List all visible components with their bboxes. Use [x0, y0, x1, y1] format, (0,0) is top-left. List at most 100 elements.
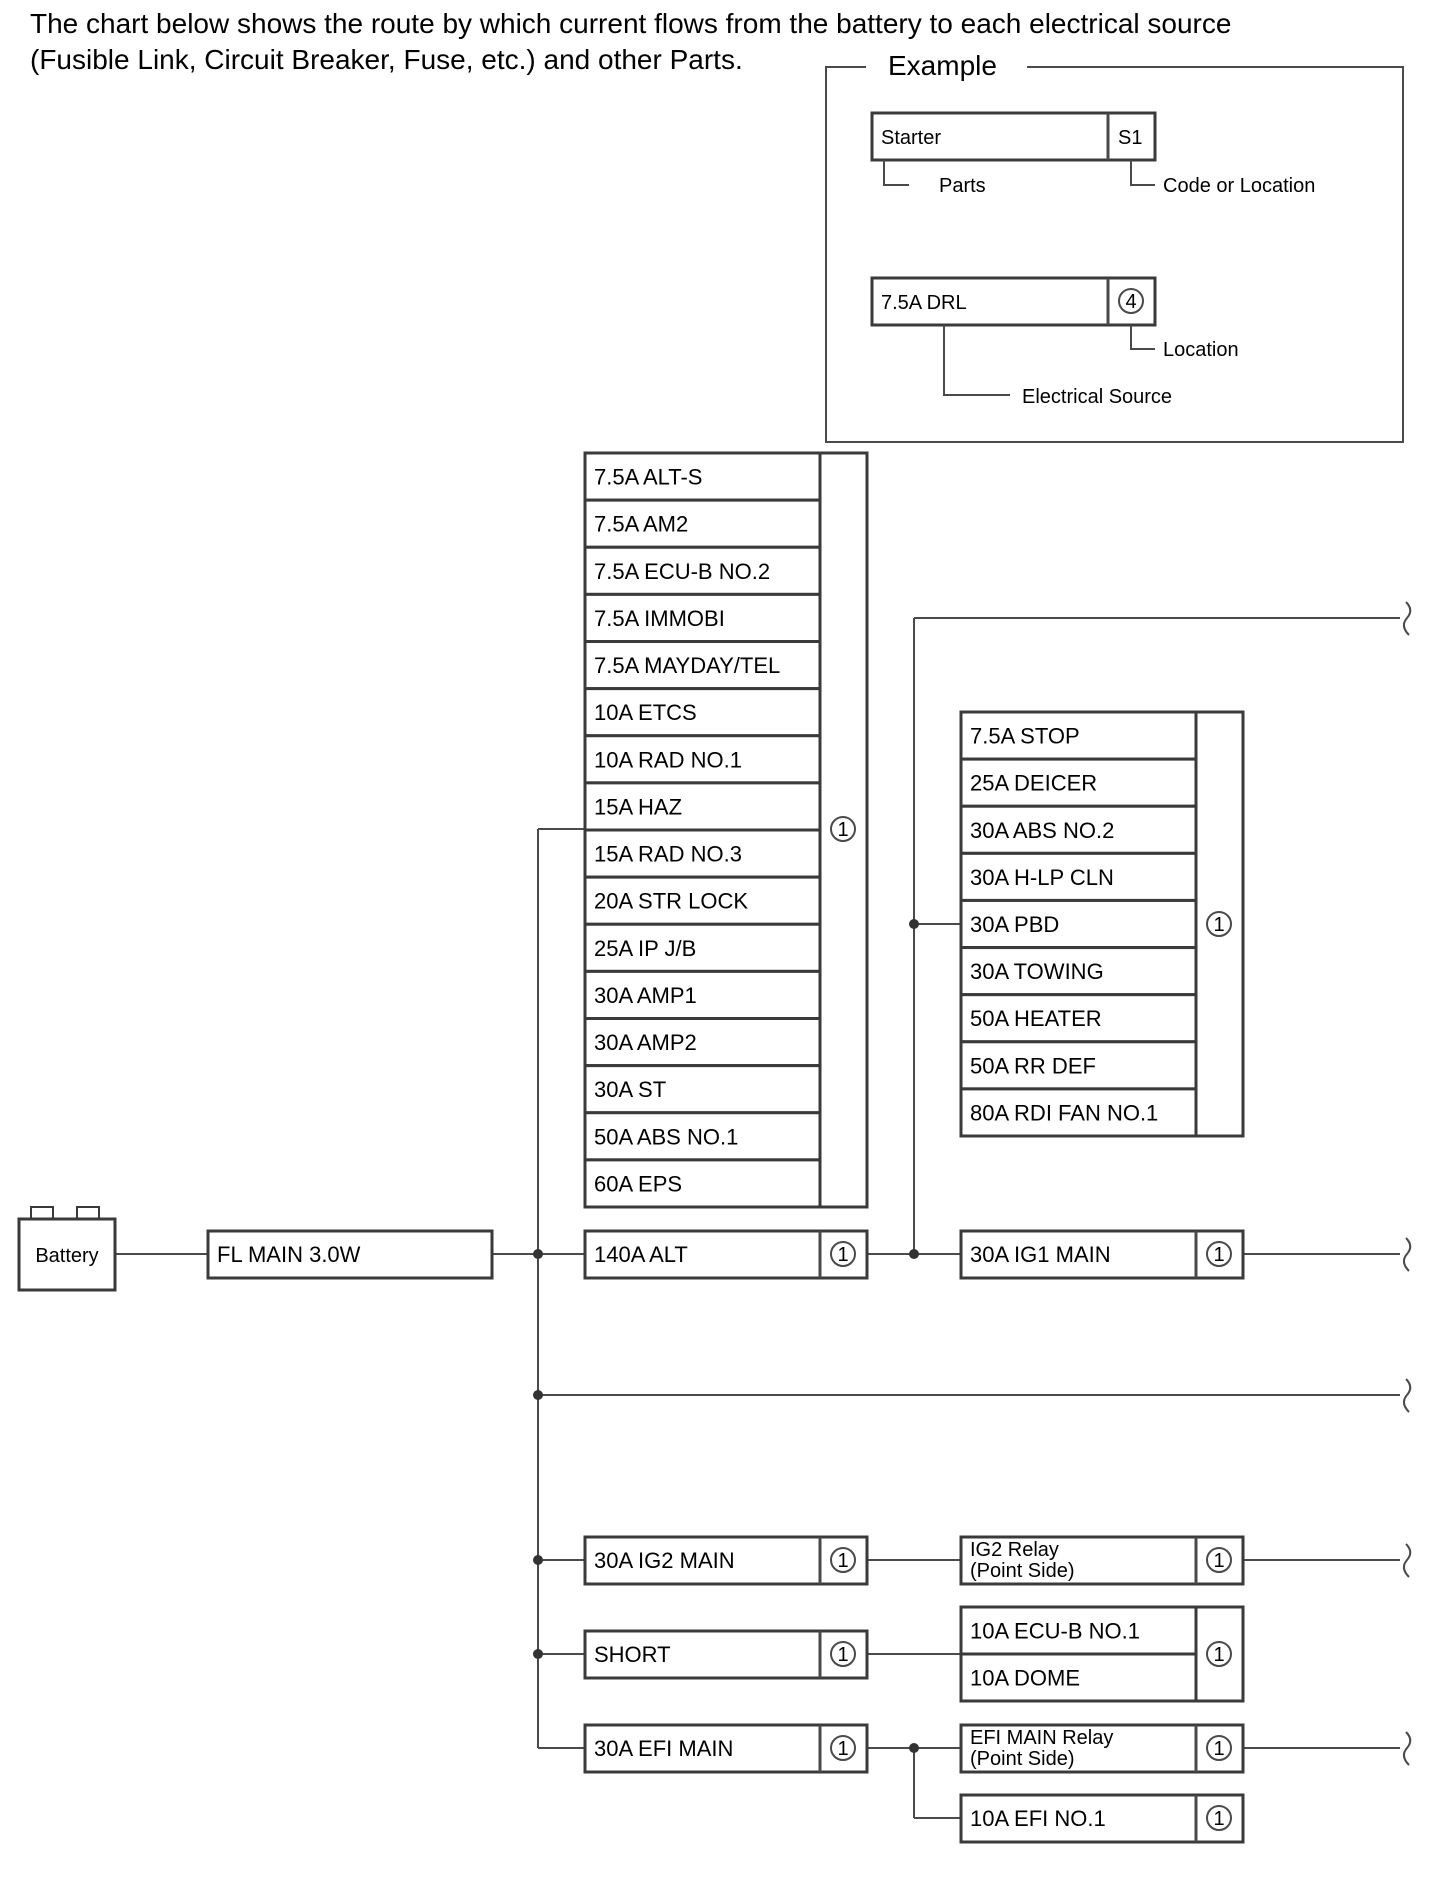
efi-no1-location: 1	[1213, 1808, 1224, 1830]
junction-dot	[909, 1743, 919, 1753]
fuse-label: 50A ABS NO.1	[594, 1124, 738, 1149]
fuse-cell	[959, 898, 1198, 950]
fuse-label: 15A RAD NO.3	[594, 842, 742, 867]
alt-location: 1	[837, 1244, 848, 1266]
main-fuse-list: 7.5A ALT-S 7.5A AM2 7.5A ECU-B NO.2 7.5A IM…	[583, 451, 822, 1209]
continuation-mark	[1403, 1731, 1412, 1766]
junction-dot	[533, 1249, 543, 1259]
ig1-main-fuse: 30A IG1 MAIN 1	[959, 1229, 1245, 1280]
junction-dot	[533, 1390, 543, 1400]
fuse-label: 10A ECU-B NO.1	[970, 1619, 1140, 1644]
battery-label: Battery	[35, 1245, 98, 1267]
main-group-location: 1	[837, 819, 848, 841]
example-part-label: Starter	[881, 127, 941, 149]
fuse-cell	[959, 710, 1198, 761]
efi-no1-label: 10A EFI NO.1	[970, 1806, 1106, 1831]
battery: Battery	[17, 1206, 117, 1292]
fuse-label: 60A EPS	[594, 1171, 682, 1196]
alt-label: 140A ALT	[594, 1242, 688, 1267]
fuse-cell	[583, 875, 822, 926]
fuse-label: 30A PBD	[970, 912, 1059, 937]
efi-relay-location: 1	[1213, 1738, 1224, 1760]
example-parts-caption: Parts	[939, 175, 986, 197]
fuse-cell	[583, 687, 822, 738]
fuse-label: 7.5A IMMOBI	[594, 606, 725, 631]
fuse-cell	[583, 640, 822, 691]
fuse-label: 30A ST	[594, 1077, 666, 1102]
wiring	[116, 617, 1400, 1819]
efi-main-fuse: 30A EFI MAIN 1	[583, 1723, 869, 1774]
fuse-cell	[583, 1064, 822, 1115]
fuse-label: 7.5A ECU-B NO.2	[594, 559, 770, 584]
fuse-label: 25A IP J/B	[594, 936, 696, 961]
fuse-label: 50A RR DEF	[970, 1053, 1096, 1078]
fuse-cell	[583, 1158, 822, 1209]
main-fuse-group: 7.5A ALT-S 7.5A AM2 7.5A ECU-B NO.2 7.5A IM…	[583, 451, 869, 1209]
fl-main-fusible-link: FL MAIN 3.0W	[206, 1229, 494, 1280]
fuse-cell	[583, 734, 822, 785]
continuation-mark	[1403, 601, 1412, 636]
example-title: Example	[888, 50, 997, 81]
fuse-cell	[959, 1605, 1198, 1656]
continuation-mark	[1403, 1378, 1412, 1413]
fuse-cell	[959, 1087, 1198, 1138]
example-location-number: 4	[1125, 291, 1136, 313]
fuse-label: 10A RAD NO.1	[594, 747, 742, 772]
fuse-cell	[583, 922, 822, 973]
fuse-label: 30A AMP1	[594, 983, 697, 1008]
fuse-cell	[959, 946, 1198, 997]
efi-main-relay: EFI MAIN Relay (Point Side) 1	[959, 1723, 1245, 1774]
ig2-relay-line-1: IG2 Relay	[970, 1539, 1059, 1561]
intro-text: The chart below shows the route by which…	[30, 6, 1410, 78]
fuse-cell	[583, 828, 822, 879]
ig2-relay-location: 1	[1213, 1550, 1224, 1572]
fuse-label: 25A DEICER	[970, 771, 1097, 796]
ig2-relay-line-2: (Point Side)	[970, 1560, 1075, 1582]
junction-dot	[909, 1249, 919, 1259]
fuse-label: 30A TOWING	[970, 959, 1104, 984]
junction-dot	[909, 919, 919, 929]
fuse-cell	[583, 969, 822, 1020]
short-group-location: 1	[1213, 1644, 1224, 1666]
short-pin: SHORT 1	[583, 1629, 869, 1680]
efi-relay-line-2: (Point Side)	[970, 1748, 1075, 1770]
example-legend: Example Starter S1 Parts Code or Locatio…	[825, 50, 1404, 443]
fuse-label: 50A HEATER	[970, 1006, 1102, 1031]
fuse-label: 30A AMP2	[594, 1030, 697, 1055]
fuse-cell	[959, 851, 1198, 902]
junction-dots	[533, 919, 919, 1753]
example-code-caption: Code or Location	[1163, 175, 1315, 197]
continuation-mark	[1403, 1543, 1412, 1578]
fuse-cell	[959, 757, 1198, 808]
fuse-label: 30A ABS NO.2	[970, 818, 1114, 843]
ig2-main-fuse: 30A IG2 MAIN 1	[583, 1535, 869, 1586]
fuse-label: 15A HAZ	[594, 794, 682, 819]
fuse-label: 7.5A ALT-S	[594, 465, 702, 490]
fuse-cell	[583, 498, 822, 549]
ig2-relay: IG2 Relay (Point Side) 1	[959, 1535, 1245, 1586]
fuse-label: 10A ETCS	[594, 700, 697, 725]
fuse-cell	[583, 592, 822, 643]
short-fuse-group: 10A ECU-B NO.1 10A DOME 1	[959, 1605, 1245, 1703]
alt-fuse: 140A ALT 1	[583, 1229, 869, 1280]
fuse-label: 30A H-LP CLN	[970, 865, 1114, 890]
ig2-main-label: 30A IG2 MAIN	[594, 1548, 735, 1573]
continuation-marks	[1403, 601, 1412, 1766]
fuse-cell	[583, 545, 822, 596]
junction-dot	[533, 1649, 543, 1659]
fuse-cell	[583, 1017, 822, 1068]
fuse-label: 7.5A MAYDAY/TEL	[594, 653, 780, 678]
fuse-cell	[959, 993, 1198, 1044]
efi-no1-fuse: 10A EFI NO.1 1	[959, 1793, 1245, 1844]
alt-group-location: 1	[1213, 914, 1224, 936]
example-source-label: 7.5A DRL	[881, 292, 967, 314]
fuse-label: 20A STR LOCK	[594, 889, 748, 914]
short-location: 1	[837, 1644, 848, 1666]
fuse-cell	[959, 1652, 1198, 1703]
fuse-label: 10A DOME	[970, 1666, 1080, 1691]
short-label: SHORT	[594, 1642, 671, 1667]
fuse-label: 7.5A AM2	[594, 512, 688, 537]
continuation-mark	[1403, 1237, 1412, 1272]
